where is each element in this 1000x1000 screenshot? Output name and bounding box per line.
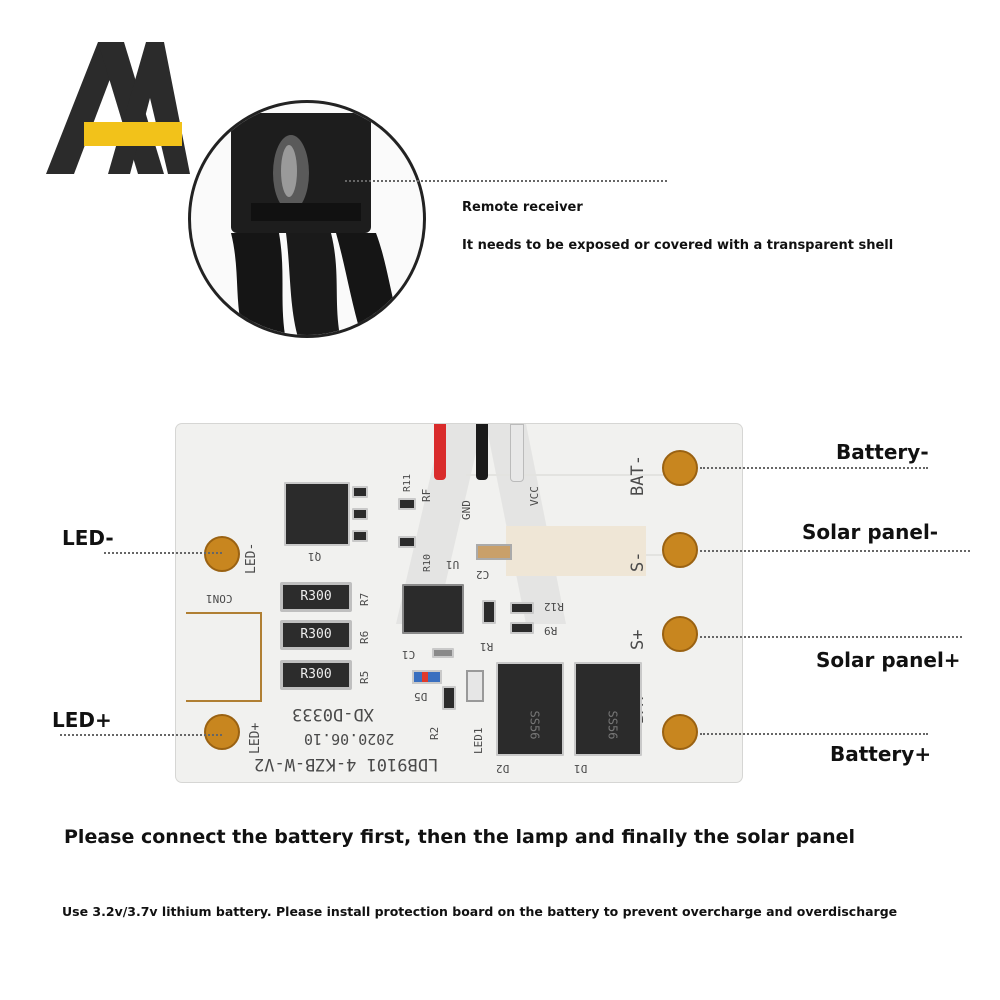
diode-d2-marking: SS56 (527, 710, 542, 740)
resistor-r6: R300 (280, 620, 352, 650)
ic-u1 (402, 584, 464, 634)
silk-r7: R7 (358, 592, 371, 606)
pad-bat-plus (662, 714, 698, 750)
silk-vcc: VCC (528, 486, 541, 506)
resistor-r10 (398, 536, 416, 548)
trace-top (466, 474, 696, 476)
pad-bat-minus (662, 450, 698, 486)
silk-gnd: GND (460, 500, 473, 520)
pad-led-minus (204, 536, 240, 572)
silk-c1: C1 (402, 648, 416, 661)
leader-led-plus (60, 734, 222, 736)
label-solar-plus: Solar panel+ (816, 648, 961, 672)
wire-black (476, 424, 488, 480)
silk-r9: R9 (544, 624, 558, 637)
pad-s-minus (662, 532, 698, 568)
silk-r1: R1 (480, 640, 494, 653)
label-solar-minus: Solar panel- (802, 520, 939, 544)
mosfet-q1-pin2 (352, 530, 368, 542)
leader-solar-plus (700, 636, 962, 638)
silk-led-minus: LED- (244, 542, 259, 574)
label-battery-minus: Battery- (836, 440, 929, 464)
led1 (466, 670, 484, 702)
resistor-r7: R300 (280, 582, 352, 612)
pad-led-plus (204, 714, 240, 750)
silk-code: XD-D0333 (292, 704, 374, 724)
brand-logo (46, 42, 190, 174)
leader-solar-minus (700, 550, 970, 552)
mosfet-q1 (284, 482, 350, 546)
silk-r5: R5 (358, 670, 371, 684)
leader-battery-plus (700, 733, 928, 735)
resistor-r12 (510, 602, 534, 614)
con1-footprint (186, 612, 262, 702)
leader-battery-minus (700, 467, 928, 469)
resistor-r1 (482, 600, 496, 624)
leader-led-minus (104, 552, 222, 554)
silk-r6: R6 (358, 630, 371, 644)
instruction-main: Please connect the battery first, then t… (64, 826, 856, 848)
resistor-r5: R300 (280, 660, 352, 690)
pcb-board: LED- LED+ BAT- S- S+ BAT+ RF GND VCC Q1 … (176, 424, 742, 782)
silk-led1: LED1 (472, 727, 485, 755)
silk-q1: Q1 (308, 550, 322, 563)
silk-rf: RF (420, 488, 433, 502)
diode-d1: SS56 (574, 662, 642, 756)
silk-s-plus: S+ (628, 629, 648, 650)
silk-date: 2020.06.10 (304, 730, 395, 748)
pad-s-plus (662, 616, 698, 652)
silk-s-minus: S- (628, 551, 648, 572)
label-led-minus: LED- (62, 526, 114, 550)
receiver-title: Remote receiver (462, 200, 583, 215)
silk-d5: D5 (414, 690, 428, 703)
capacitor-c2 (476, 544, 512, 560)
silk-c2: C2 (476, 568, 490, 581)
silk-r2: R2 (428, 726, 441, 740)
trace-highlight (506, 526, 646, 576)
silk-u1: U1 (446, 558, 460, 571)
resistor-r9 (510, 622, 534, 634)
diode-d1-marking: SS56 (605, 710, 620, 740)
resistor-r11 (398, 498, 416, 510)
silk-r10: R10 (422, 553, 433, 572)
silk-r11: R11 (402, 473, 413, 492)
silk-led-plus: LED+ (248, 722, 263, 754)
mosfet-q1-tab (352, 486, 368, 498)
silk-d1: D1 (574, 762, 588, 775)
silk-part-number: LDB9101 4-KZB-W-V2 (254, 754, 439, 774)
label-battery-plus: Battery+ (830, 742, 932, 766)
capacitor-c1 (432, 648, 454, 658)
silk-d2: D2 (496, 762, 510, 775)
wire-red (434, 424, 446, 480)
label-led-plus: LED+ (52, 708, 112, 732)
mosfet-q1-pin (352, 508, 368, 520)
instruction-note: Use 3.2v/3.7v lithium battery. Please in… (62, 904, 898, 919)
diode-d5 (412, 670, 442, 684)
receiver-photo (188, 100, 426, 338)
silk-bat-minus: BAT- (628, 455, 648, 496)
resistor-r2 (442, 686, 456, 710)
diode-d2: SS56 (496, 662, 564, 756)
wire-white (510, 424, 524, 482)
silk-r12: R12 (544, 600, 564, 613)
silk-con1: CON1 (206, 592, 233, 605)
receiver-leader-line (345, 180, 667, 182)
receiver-note: It needs to be exposed or covered with a… (462, 238, 894, 253)
